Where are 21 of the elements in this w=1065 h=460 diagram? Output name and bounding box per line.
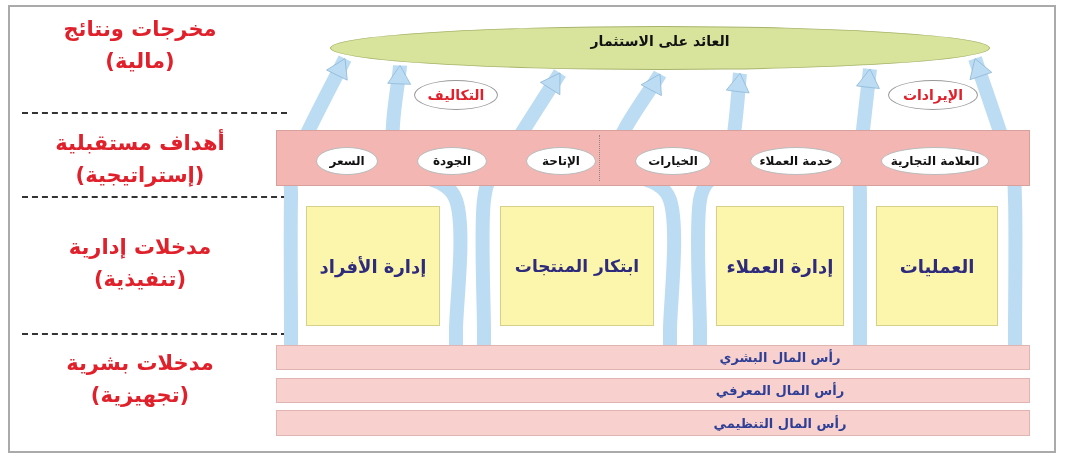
goal-ellipse: خدمة العملاء xyxy=(750,147,842,175)
goal-ellipse: الخيارات xyxy=(635,147,711,175)
outcome-ellipse: العائد على الاستثمار xyxy=(330,26,990,70)
level-label: مدخلات بشرية (تجهيزية) xyxy=(65,350,215,409)
level-label: مدخلات إدارية (تنفيذية) xyxy=(67,234,213,293)
outcome-ellipse: الإيرادات xyxy=(888,80,978,110)
process-box: العمليات xyxy=(876,206,998,326)
level-label: مخرجات ونتائج (مالية) xyxy=(62,16,218,75)
goal-ellipse: السعر xyxy=(316,147,378,175)
process-box: إدارة الأفراد xyxy=(306,206,440,326)
strategy-band xyxy=(276,130,1030,186)
process-box: ابتكار المنتجات xyxy=(500,206,654,326)
process-box: إدارة العملاء xyxy=(716,206,844,326)
capital-band: رأس المال التنظيمي xyxy=(276,410,1030,436)
goal-ellipse: الإتاحة xyxy=(526,147,596,175)
goal-ellipse: العلامة التجارية xyxy=(881,147,989,175)
goal-ellipse: الجودة xyxy=(417,147,487,175)
capital-band: رأس المال المعرفي xyxy=(276,378,1030,403)
outcome-ellipse: التكاليف xyxy=(414,80,498,110)
level-label: أهداف مستقبلية (إستراتيجية) xyxy=(54,128,226,189)
capital-band: رأس المال البشري xyxy=(276,345,1030,370)
